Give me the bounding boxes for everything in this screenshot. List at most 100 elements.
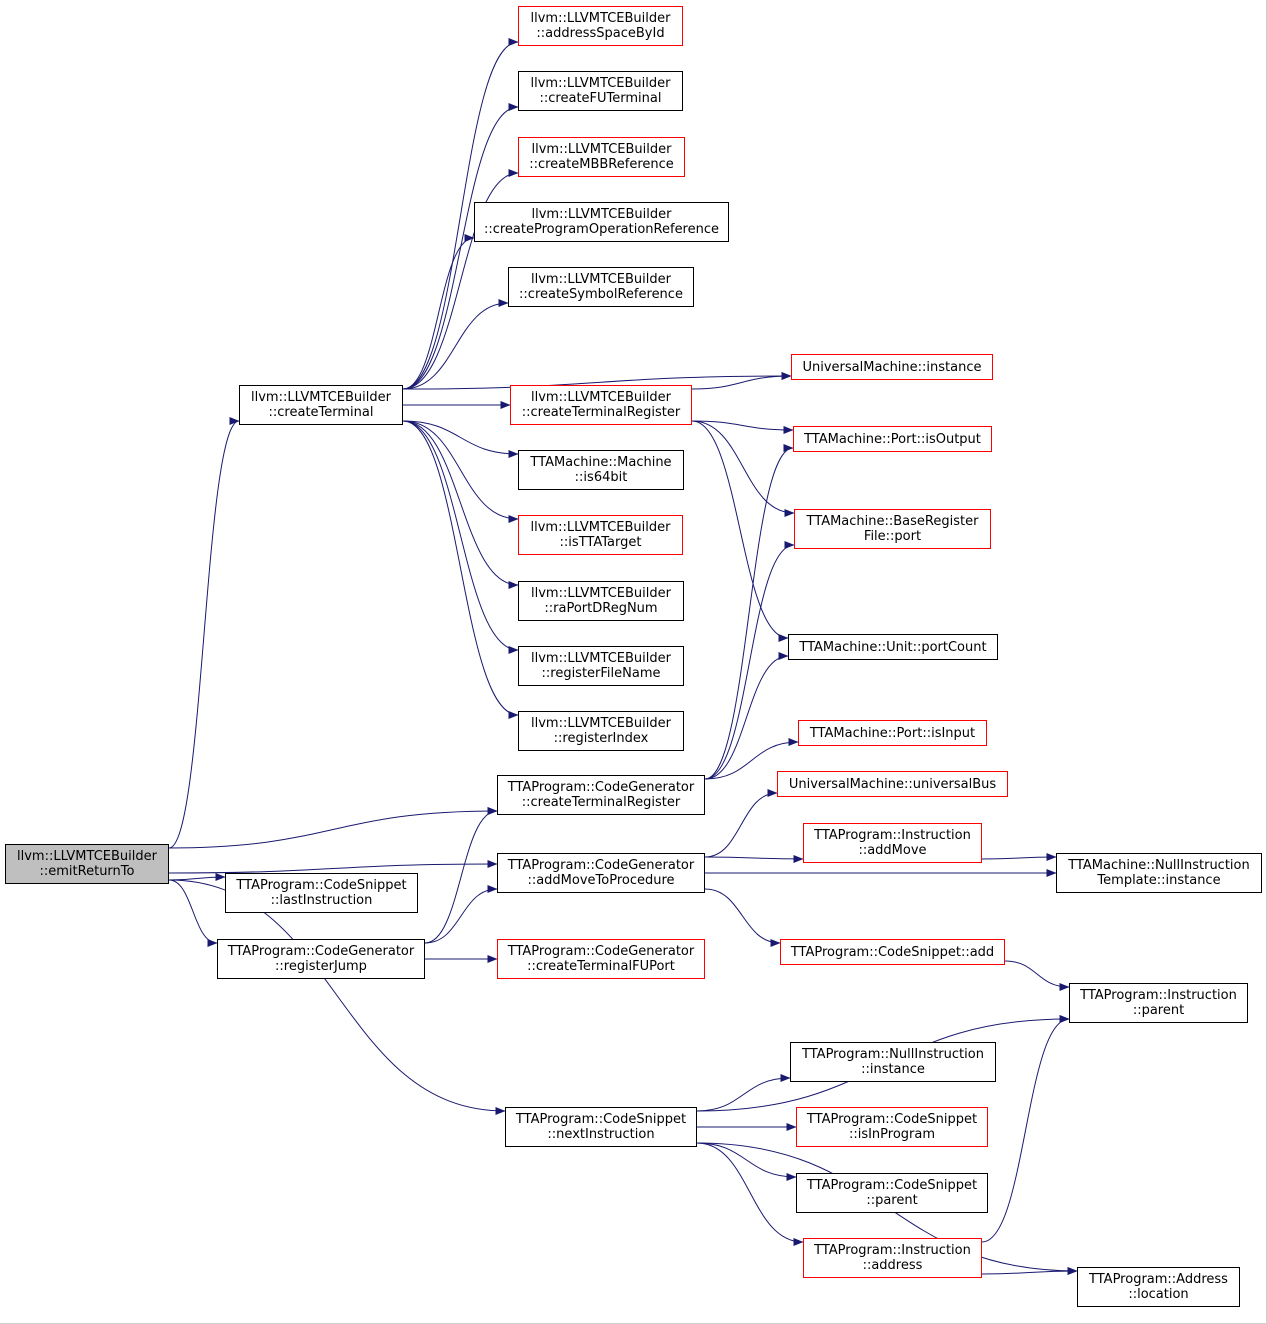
node-instruction-parent[interactable]: TTAProgram::Instruction ::parent — [1069, 983, 1248, 1023]
edge-createTerminal-to-createMBBReference — [402, 169, 519, 390]
node-unit-port-count[interactable]: TTAMachine::Unit::portCount — [788, 634, 998, 660]
node-label-line2: ::isInProgram — [848, 1127, 936, 1142]
edge-addMoveToProcedure-to-csAdd — [704, 888, 781, 947]
node-label-line1: TTAProgram::Instruction — [814, 828, 971, 843]
node-instruction-address[interactable]: TTAProgram::Instruction ::address — [803, 1238, 982, 1278]
node-register-index[interactable]: llvm::LLVMTCEBuilder ::registerIndex — [518, 711, 684, 751]
node-codegen-create-terminal-register[interactable]: TTAProgram::CodeGenerator ::createTermin… — [497, 775, 705, 815]
node-last-instruction[interactable]: TTAProgram::CodeSnippet ::lastInstructio… — [225, 873, 418, 913]
node-create-program-operation-reference[interactable]: llvm::LLVMTCEBuilder ::createProgramOper… — [474, 202, 729, 242]
edge-emitReturnTo-to-registerJump — [168, 879, 218, 947]
edge-registerJump-to-cgCreateTerminalRegister — [424, 807, 498, 944]
node-label-line1: llvm::LLVMTCEBuilder — [531, 142, 672, 157]
node-label-line1: llvm::LLVMTCEBuilder — [531, 651, 671, 666]
node-label-line1: TTAProgram::Instruction — [1080, 988, 1237, 1003]
node-label-line2: ::isTTATarget — [559, 535, 642, 550]
edge-instrAddress-to-addrLocation — [981, 1267, 1078, 1276]
node-label-line2: ::location — [1128, 1287, 1189, 1302]
edge-addMoveToProcedure-to-addMove — [704, 854, 804, 863]
node-base-register-file-port[interactable]: TTAMachine::BaseRegister File::port — [794, 509, 991, 549]
node-create-fu-terminal[interactable]: llvm::LLVMTCEBuilder ::createFUTerminal — [518, 71, 683, 111]
edge-nextInstruction-to-instrAddress — [696, 1142, 804, 1246]
node-label-line2: ::registerIndex — [553, 731, 649, 746]
node-label-line1: TTAMachine::Machine — [530, 455, 672, 470]
edge-nextInstruction-to-csParent — [696, 1142, 797, 1181]
node-label-line2: ::addMoveToProcedure — [527, 873, 675, 888]
node-is-64bit[interactable]: TTAMachine::Machine ::is64bit — [518, 450, 684, 490]
edge-emitReturnTo-to-nextInstruction — [168, 879, 506, 1115]
node-label-line2: ::createSymbolReference — [519, 287, 683, 302]
edge-builderCreateTerminalRegister-to-umInstance — [691, 372, 792, 390]
node-label-line1: TTAProgram::CodeGenerator — [227, 944, 415, 959]
node-label-line1: TTAProgram::CodeGenerator — [507, 944, 695, 959]
edge-createTerminal-to-umInstance — [402, 372, 792, 390]
node-label-line1: llvm::LLVMTCEBuilder — [530, 520, 671, 535]
node-port-is-output[interactable]: TTAMachine::Port::isOutput — [793, 426, 992, 452]
edge-instrAddress-to-instrParent — [981, 1015, 1070, 1243]
node-emit-return-to[interactable]: llvm::LLVMTCEBuilder ::emitReturnTo — [5, 844, 169, 884]
node-label-line1: TTAProgram::NullInstruction — [802, 1047, 984, 1062]
node-code-snippet-is-in-program[interactable]: TTAProgram::CodeSnippet ::isInProgram — [796, 1107, 988, 1147]
edge-createTerminal-to-createSymbolReference — [402, 299, 509, 390]
node-label-line2: ::is64bit — [574, 470, 628, 485]
node-label-line2: ::parent — [866, 1193, 918, 1208]
node-label-line2: ::registerJump — [275, 959, 367, 974]
node-code-snippet-parent[interactable]: TTAProgram::CodeSnippet ::parent — [796, 1173, 988, 1213]
node-instruction-add-move[interactable]: TTAProgram::Instruction ::addMove — [803, 823, 982, 863]
node-port-is-input[interactable]: TTAMachine::Port::isInput — [798, 720, 987, 746]
node-universal-bus[interactable]: UniversalMachine::universalBus — [777, 771, 1008, 797]
node-label-line1: llvm::LLVMTCEBuilder — [530, 76, 671, 91]
edge-builderCreateTerminalRegister-to-portCount — [691, 420, 789, 642]
node-label-line1: llvm::LLVMTCEBuilder — [531, 272, 671, 287]
node-label-line1: TTAProgram::CodeSnippet — [236, 878, 407, 893]
node-address-space-by-id[interactable]: llvm::LLVMTCEBuilder ::addressSpaceById — [518, 6, 683, 46]
node-add-move-to-procedure[interactable]: TTAProgram::CodeGenerator ::addMoveToPro… — [497, 853, 705, 893]
node-label-line2: ::createFUTerminal — [539, 91, 662, 106]
node-register-file-name[interactable]: llvm::LLVMTCEBuilder ::registerFileName — [518, 646, 684, 686]
node-null-instruction-instance[interactable]: TTAProgram::NullInstruction ::instance — [790, 1042, 996, 1082]
node-label-line2: ::createMBBReference — [529, 157, 674, 172]
node-label-line1: llvm::LLVMTCEBuilder — [530, 11, 671, 26]
node-null-instruction-template-instance[interactable]: TTAMachine::NullInstruction Template::in… — [1056, 853, 1262, 893]
node-is-tta-target[interactable]: llvm::LLVMTCEBuilder ::isTTATarget — [518, 515, 683, 555]
node-address-location[interactable]: TTAProgram::Address ::location — [1077, 1267, 1240, 1307]
node-label-line1: TTAProgram::Instruction — [814, 1243, 971, 1258]
node-ra-port-dreg-num[interactable]: llvm::LLVMTCEBuilder ::raPortDRegNum — [518, 581, 684, 621]
node-label-line2: ::raPortDRegNum — [544, 601, 658, 616]
node-label-line1: TTAProgram::CodeSnippet — [806, 1112, 978, 1127]
edge-addMove-to-nullInstrTemplate — [981, 853, 1057, 862]
node-create-mbb-reference[interactable]: llvm::LLVMTCEBuilder ::createMBBReferenc… — [518, 137, 685, 177]
node-register-jump[interactable]: TTAProgram::CodeGenerator ::registerJump — [217, 939, 425, 979]
node-label-line1: TTAProgram::Address — [1089, 1272, 1228, 1287]
node-create-terminal-fu-port[interactable]: TTAProgram::CodeGenerator ::createTermin… — [497, 939, 705, 979]
edge-createTerminal-to-isTTATarget — [402, 420, 519, 523]
node-label-line2: ::addMove — [858, 843, 927, 858]
node-label-line2: ::createTerminal — [268, 405, 374, 420]
node-label-line1: UniversalMachine::universalBus — [788, 776, 997, 792]
node-label-line1: llvm::LLVMTCEBuilder — [17, 849, 157, 864]
node-create-symbol-reference[interactable]: llvm::LLVMTCEBuilder ::createSymbolRefer… — [508, 267, 694, 307]
node-label-line2: ::createTerminalFUPort — [527, 959, 675, 974]
node-universal-machine-instance[interactable]: UniversalMachine::instance — [791, 354, 993, 380]
edge-emitReturnTo-to-lastInstruction — [168, 873, 226, 882]
node-label-line2: File::port — [863, 529, 922, 544]
edge-csAdd-to-instrParent — [1004, 960, 1070, 991]
node-code-snippet-add[interactable]: TTAProgram::CodeSnippet::add — [780, 939, 1005, 965]
edge-nextInstruction-to-nullInstrInstance — [696, 1074, 791, 1112]
node-label-line2: ::instance — [861, 1062, 925, 1077]
node-label-line1: llvm::LLVMTCEBuilder — [251, 390, 391, 405]
node-label-line1: TTAMachine::Unit::portCount — [799, 639, 987, 655]
edge-createTerminal-to-addressSpaceById — [402, 38, 519, 390]
node-label-line2: ::lastInstruction — [270, 893, 373, 908]
edge-emitReturnTo-to-createTerminal — [168, 417, 240, 849]
node-next-instruction[interactable]: TTAProgram::CodeSnippet ::nextInstructio… — [505, 1107, 697, 1147]
edge-createTerminal-to-is64bit — [402, 420, 519, 458]
node-builder-create-terminal-register[interactable]: llvm::LLVMTCEBuilder ::createTerminalReg… — [510, 385, 692, 425]
node-label-line1: llvm::LLVMTCEBuilder — [531, 207, 672, 222]
node-label-line1: llvm::LLVMTCEBuilder — [531, 390, 671, 405]
edge-emitReturnTo-to-cgCreateTerminalRegister — [168, 807, 498, 849]
edge-cgCreateTerminalRegister-to-isInput — [704, 738, 799, 780]
edge-createTerminal-to-registerIndex — [402, 420, 519, 719]
node-label-line1: TTAMachine::Port::isOutput — [804, 431, 981, 447]
node-create-terminal[interactable]: llvm::LLVMTCEBuilder ::createTerminal — [239, 385, 403, 425]
